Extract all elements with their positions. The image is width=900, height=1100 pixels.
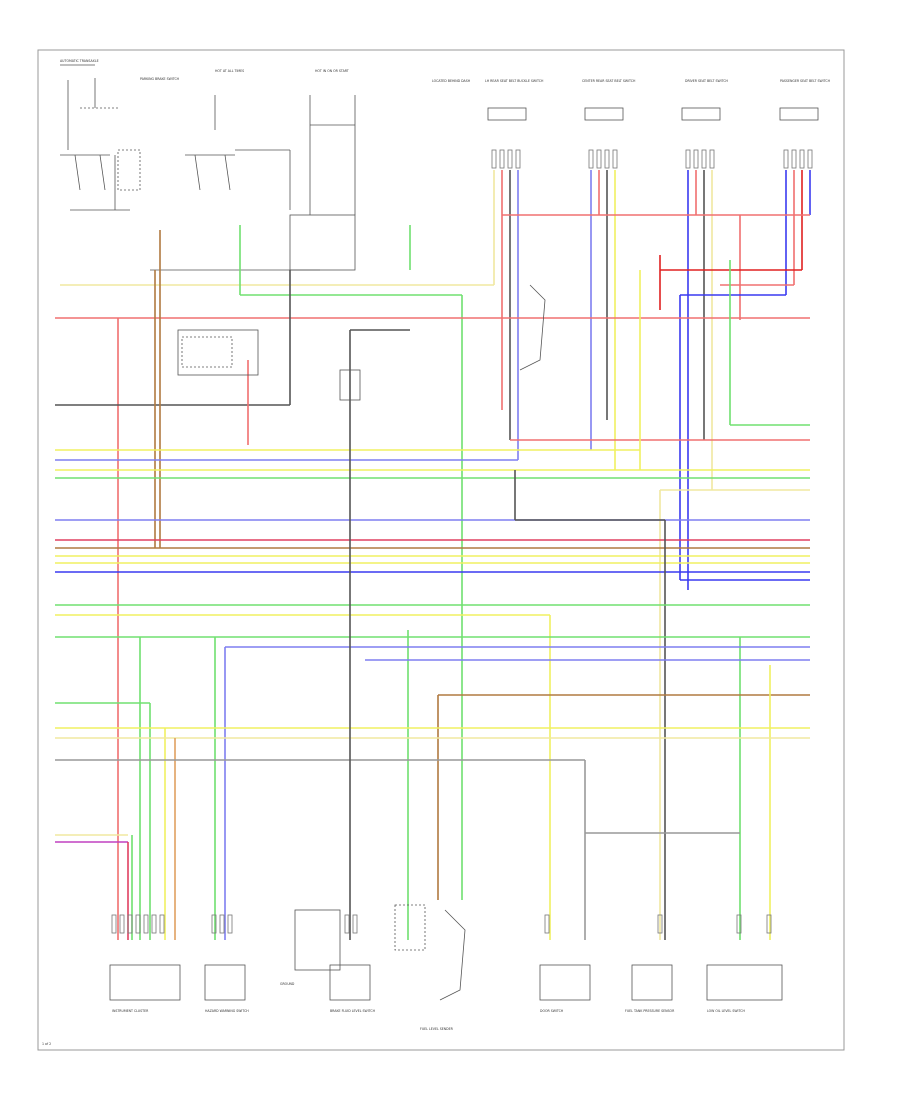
label-center-rear-seat-belt: CENTER REAR SEAT BELT SWITCH (582, 79, 636, 83)
label-ground: GROUND (280, 982, 295, 986)
data-link-connector (177, 329, 259, 376)
bottom-labels: INSTRUMENT CLUSTER HAZARD WARNING SWITCH… (112, 982, 745, 1031)
bottom-components (109, 904, 783, 1001)
seat-belt-switch-connectors (487, 107, 819, 169)
label-automatic-transaxle: AUTOMATIC TRANSAXLE (60, 59, 99, 63)
relay-right (519, 284, 546, 371)
label-passenger-seat-belt: PASSENGER SEAT BELT SWITCH (780, 79, 831, 83)
label-door-switch: DOOR SWITCH (540, 1009, 564, 1013)
label-hazard-switch: HAZARD WARNING SWITCH (205, 1009, 249, 1013)
label-low-oil-level: LOW OIL LEVEL SWITCH (707, 1009, 745, 1013)
top-labels: AUTOMATIC TRANSAXLE PARKING BRAKE SWITCH… (60, 59, 831, 83)
label-fuel-level-sender: FUEL LEVEL SENDER (420, 1027, 454, 1031)
label-parking-brake: PARKING BRAKE SWITCH (140, 77, 180, 81)
label-hot-in-on: HOT IN ON OR START (315, 69, 349, 73)
footer-code: 1 of 2 (42, 1042, 51, 1046)
label-instrument-cluster: INSTRUMENT CLUSTER (112, 1009, 149, 1013)
label-driver-seat-belt: DRIVER SEAT BELT SWITCH (685, 79, 729, 83)
wires (55, 170, 811, 940)
label-hot-at-all-times: HOT AT ALL TIMES (215, 69, 244, 73)
label-lh-rear-seat-belt: LH REAR SEAT BELT BUCKLE SWITCH (485, 79, 544, 83)
label-fuel-tank-pressure: FUEL TANK PRESSURE SENSOR (625, 1009, 675, 1013)
label-located-behind-dash: LOCATED BEHIND DASH (432, 79, 471, 83)
top-left-switch-group (60, 64, 356, 271)
label-brake-fluid: BRAKE FLUID LEVEL SWITCH (330, 1009, 376, 1013)
diagram-frame (37, 49, 845, 1051)
center-fuse (339, 369, 361, 401)
